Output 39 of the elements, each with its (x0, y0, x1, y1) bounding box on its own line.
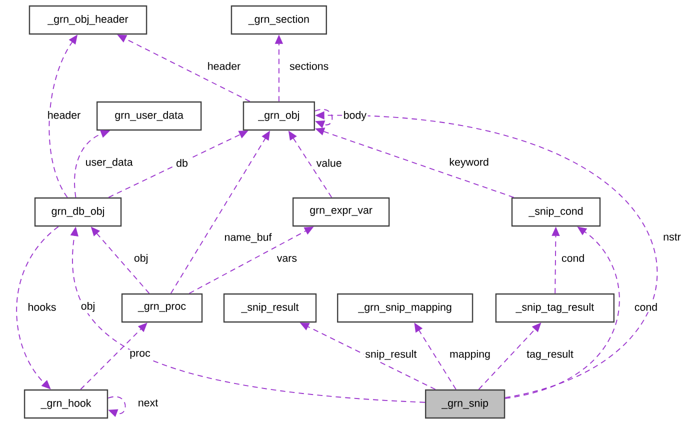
edge-label: sections (288, 60, 330, 72)
edge-label: next (136, 398, 160, 408)
class-box: grn_db_obj (34, 197, 122, 227)
edge-label: header (206, 60, 242, 72)
arrow (80, 322, 148, 390)
edge-label: db (174, 158, 190, 168)
class-box: _grn_proc (121, 293, 203, 323)
class-box: _grn_section (230, 5, 327, 35)
edge-label: keyword (448, 156, 490, 170)
edge-label: tag_result (525, 348, 575, 362)
edge-label: value (315, 158, 344, 168)
arrow (504, 226, 620, 399)
edge-label: user_data (84, 156, 134, 170)
arrow (108, 396, 126, 418)
edge-label: cond (560, 252, 586, 264)
class-box: _grn_snip (425, 389, 506, 419)
class-box: _grn_snip_mapping (337, 293, 474, 323)
edge-label: body (342, 110, 368, 122)
edge-label: snip_result (364, 348, 418, 362)
edge-label: vars (276, 254, 298, 264)
edge-label: nstr (662, 232, 682, 242)
class-box: _grn_hook (24, 389, 108, 419)
edge-label: cond (633, 302, 659, 312)
arrow (314, 109, 333, 128)
class-box: _grn_obj_header (28, 5, 148, 35)
edge-label: name_buf (222, 232, 274, 244)
edge-label: obj (80, 300, 96, 314)
class-box: _snip_result (223, 293, 317, 323)
edge-label: obj (132, 252, 150, 266)
edge-label: proc (128, 350, 152, 360)
edge-label: hooks (26, 302, 58, 312)
edge-label: header (46, 110, 82, 120)
class-box: grn_expr_var (292, 197, 390, 227)
class-box: _snip_tag_result (495, 293, 615, 323)
class-box: grn_user_data (96, 101, 202, 131)
class-box: _snip_cond (511, 197, 601, 227)
class-box: _grn_obj (242, 101, 315, 131)
arrow (16, 226, 59, 390)
edge-label: mapping (448, 348, 492, 362)
